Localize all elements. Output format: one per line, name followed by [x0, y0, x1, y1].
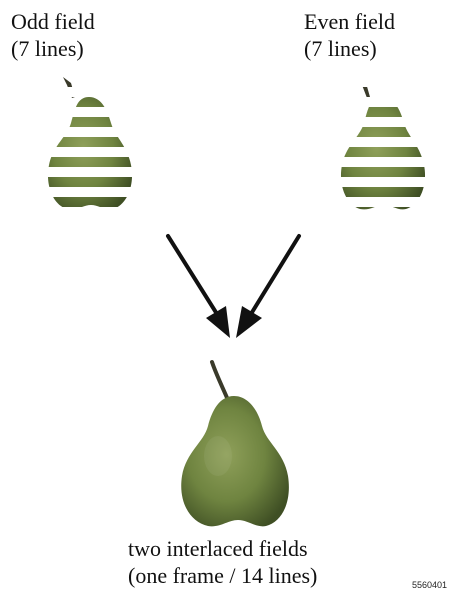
odd-field-label: Odd field (7 lines)	[11, 8, 95, 62]
arrow-right	[236, 236, 299, 338]
odd-stem	[63, 77, 75, 98]
arrow-left	[168, 236, 230, 338]
even-field-pear	[341, 77, 425, 209]
interlaced-pear	[181, 362, 289, 526]
odd-field-pear	[48, 77, 132, 209]
even-stem	[358, 77, 370, 98]
full-stem	[212, 362, 228, 400]
interlaced-result-label: two interlaced fields (one frame / 14 li…	[128, 535, 317, 589]
even-field-label: Even field (7 lines)	[304, 8, 395, 62]
figure-id: 5560401	[412, 580, 447, 590]
full-pear-body	[181, 396, 289, 526]
